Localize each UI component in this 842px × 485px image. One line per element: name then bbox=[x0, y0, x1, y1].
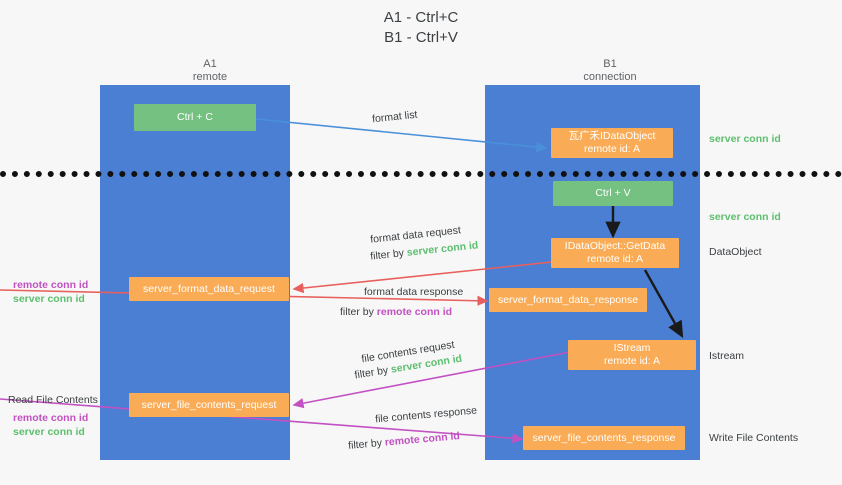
box-getdata[interactable]: IDataObject::GetData remote id: A bbox=[551, 238, 679, 268]
edge-label-format-list: format list bbox=[371, 108, 418, 127]
annotation-server-conn-id-1: server conn id bbox=[13, 293, 85, 305]
edge-label-file-contents-response: file contents response bbox=[375, 404, 478, 427]
time-divider bbox=[0, 171, 842, 177]
filter-prefix: filter by bbox=[340, 306, 377, 318]
annotation-remote-conn-id-1: remote conn id bbox=[13, 279, 89, 291]
box-server-format-data-request-label: server_format_data_request bbox=[143, 282, 275, 295]
annotation-write-file-contents: Write File Contents bbox=[709, 431, 798, 445]
box-server-format-data-response[interactable]: server_format_data_response bbox=[489, 288, 647, 312]
box-server-format-data-response-label: server_format_data_response bbox=[497, 293, 639, 306]
box-ctrl-v[interactable]: Ctrl + V bbox=[553, 181, 673, 206]
box-getdata-line2: remote id: A bbox=[586, 253, 644, 265]
annotation-conn-ids-top: remote conn id server conn id bbox=[13, 278, 88, 306]
box-server-file-contents-response-label: server_file_contents_response bbox=[532, 431, 676, 444]
edge-label-file-contents-response-filter: filter by remote conn id bbox=[348, 429, 461, 453]
filter-value-remote-conn-id: remote conn id bbox=[384, 430, 461, 449]
box-ctrl-c[interactable]: Ctrl + C bbox=[134, 104, 256, 131]
column-header-a1: A1 remote bbox=[120, 58, 300, 84]
annotation-istream: Istream bbox=[709, 349, 744, 363]
box-server-file-contents-request[interactable]: server_file_contents_request bbox=[129, 393, 289, 417]
annotation-server-conn-id-mid: server conn id bbox=[709, 210, 781, 224]
column-a1-name: A1 bbox=[203, 58, 217, 70]
box-ctrl-c-label: Ctrl + C bbox=[177, 111, 213, 123]
box-istream[interactable]: IStream remote id: A bbox=[568, 340, 696, 370]
filter-prefix: filter by bbox=[347, 436, 386, 452]
box-idataobject-top-line2: remote id: A bbox=[583, 143, 641, 155]
filter-value-server-conn-id: server conn id bbox=[406, 239, 479, 259]
diagram-title: A1 - Ctrl+C B1 - Ctrl+V bbox=[0, 8, 842, 48]
column-b1-sub: connection bbox=[583, 71, 637, 83]
box-istream-line2: remote id: A bbox=[603, 355, 661, 367]
edge-label-format-data-response: format data response bbox=[364, 285, 463, 299]
annotation-dataobject: DataObject bbox=[709, 245, 762, 259]
edge-label-format-list-text: format list bbox=[371, 108, 419, 126]
box-idataobject-top-line1: ⽡⽧⽲IDataObject bbox=[568, 130, 656, 142]
annotation-server-conn-id-top: server conn id bbox=[709, 132, 781, 146]
annotation-istream-text: Istream bbox=[709, 350, 745, 362]
annotation-read-file-contents-text: Read File Contents bbox=[8, 394, 98, 406]
annotation-server-conn-id-mid-text: server conn id bbox=[709, 211, 781, 223]
edge-label-format-data-response-text: format data response bbox=[364, 286, 464, 298]
box-istream-line1: IStream bbox=[613, 342, 651, 354]
annotation-remote-conn-id-2: remote conn id bbox=[13, 412, 89, 424]
filter-value-remote-conn-id: remote conn id bbox=[376, 306, 453, 318]
filter-prefix: filter by bbox=[369, 246, 408, 263]
column-b1-name: B1 bbox=[603, 58, 617, 70]
annotation-server-conn-id-top-text: server conn id bbox=[709, 133, 781, 145]
edge-label-file-contents-response-text: file contents response bbox=[374, 404, 478, 426]
box-server-file-contents-response[interactable]: server_file_contents_response bbox=[523, 426, 685, 450]
annotation-server-conn-id-2: server conn id bbox=[13, 426, 85, 438]
edge-label-format-data-response-filter: filter by remote conn id bbox=[340, 305, 452, 319]
filter-prefix: filter by bbox=[353, 363, 392, 382]
box-ctrl-v-label: Ctrl + V bbox=[595, 187, 631, 199]
annotation-dataobject-text: DataObject bbox=[709, 246, 762, 258]
title-line-1: A1 - Ctrl+C bbox=[383, 9, 459, 26]
box-server-format-data-request[interactable]: server_format_data_request bbox=[129, 277, 289, 301]
title-line-2: B1 - Ctrl+V bbox=[384, 29, 458, 46]
box-idataobject-top[interactable]: ⽡⽧⽲IDataObject remote id: A bbox=[551, 128, 673, 158]
column-a1-sub: remote bbox=[192, 71, 228, 83]
annotation-read-file-contents: Read File Contents bbox=[8, 393, 98, 407]
annotation-conn-ids-bottom: remote conn id server conn id bbox=[13, 411, 88, 439]
annotation-write-file-contents-text: Write File Contents bbox=[709, 432, 799, 444]
column-header-b1: B1 connection bbox=[520, 58, 700, 84]
box-getdata-line1: IDataObject::GetData bbox=[564, 240, 666, 252]
box-server-file-contents-request-label: server_file_contents_request bbox=[141, 398, 277, 411]
